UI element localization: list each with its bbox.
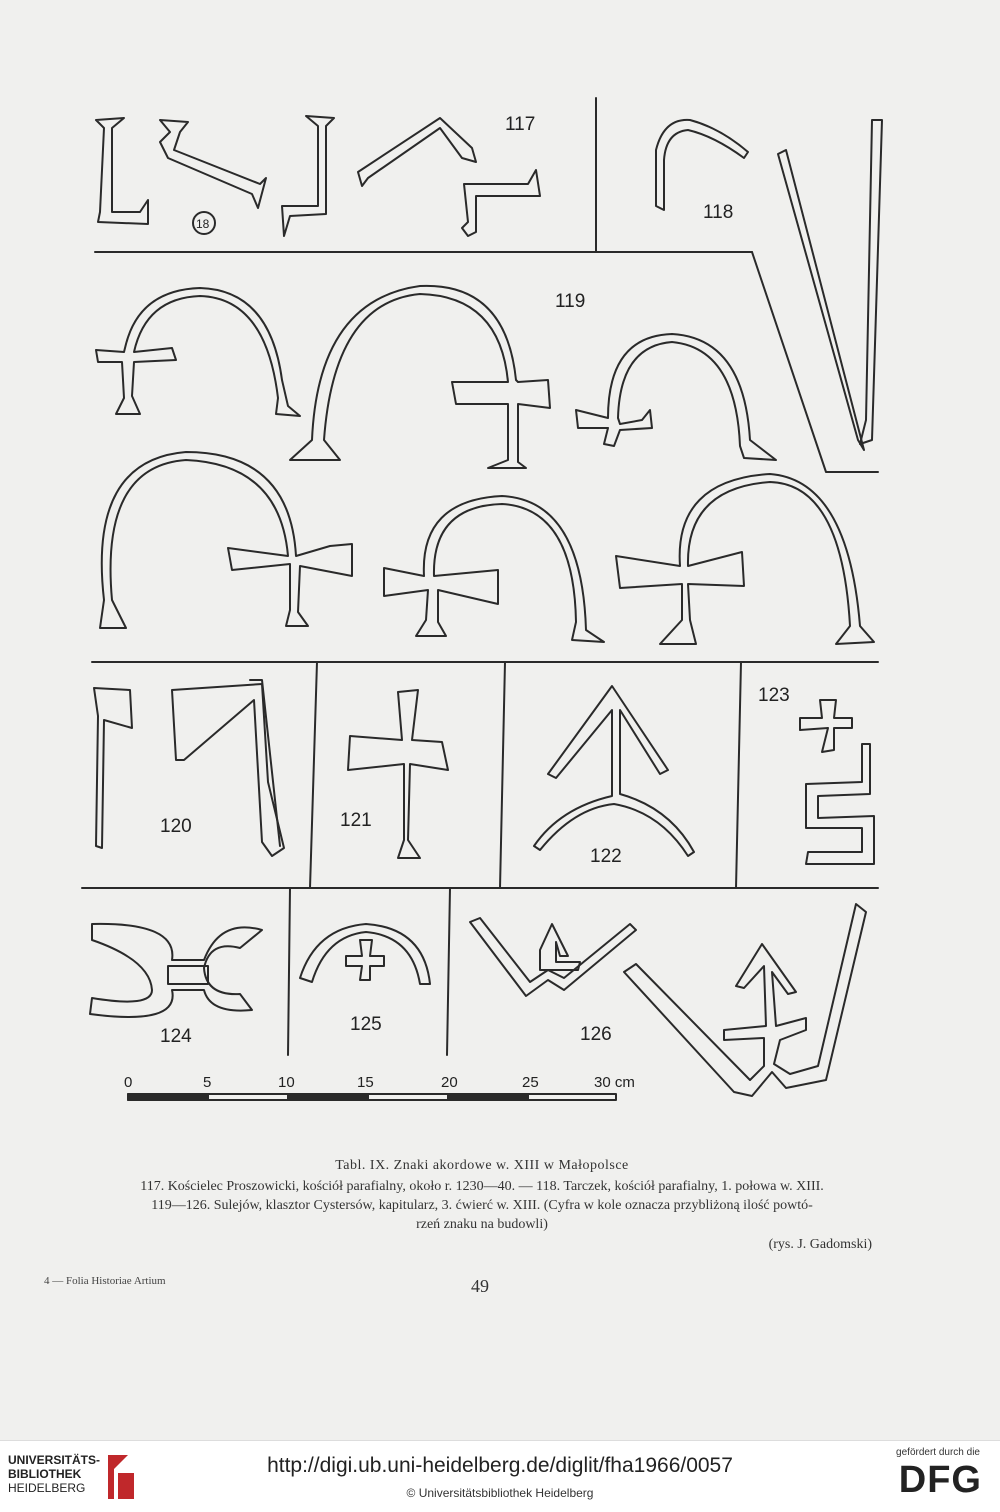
label-122: 122	[590, 846, 622, 867]
label-124: 124	[160, 1026, 192, 1047]
library-name-line-3: HEIDELBERG	[8, 1481, 86, 1495]
label-119: 119	[555, 291, 585, 312]
copyright-notice: © Universitätsbibliothek Heidelberg	[406, 1486, 594, 1500]
mark-126	[469, 903, 867, 1097]
mark-125	[299, 923, 431, 985]
mark-118	[655, 118, 883, 451]
label-126: 126	[580, 1024, 612, 1045]
label-117: 117	[505, 114, 535, 135]
mark-124	[89, 922, 263, 1018]
dfg-logo[interactable]: DFG	[898, 1459, 982, 1501]
scale-label-10: 10	[278, 1074, 295, 1091]
mark-123	[799, 699, 875, 865]
scale-label-20: 20	[441, 1074, 458, 1091]
scale-label-5: 5	[203, 1074, 211, 1091]
scale-label-25: 25	[522, 1074, 539, 1091]
panel-dividers	[81, 97, 879, 1056]
library-name-line-2: BIBLIOTHEK	[8, 1467, 82, 1481]
scale-bar	[127, 1093, 617, 1101]
mark-120	[93, 679, 285, 857]
label-120: 120	[160, 816, 192, 837]
page-number: 49	[471, 1276, 489, 1296]
label-118: 118	[703, 202, 733, 223]
mark-117	[95, 115, 541, 237]
mark-122	[533, 685, 695, 857]
library-logo[interactable]: UNIVERSITÄTS- BIBLIOTHEK HEIDELBERG	[8, 1453, 100, 1495]
scale-label-0: 0	[124, 1074, 132, 1091]
repeat-count-circle	[192, 211, 216, 235]
repeat-count-label: 18	[196, 217, 210, 231]
scale-label-15: 15	[357, 1074, 374, 1091]
viewer-footer: UNIVERSITÄTS- BIBLIOTHEK HEIDELBERG http…	[0, 1440, 1000, 1512]
mark-121	[347, 689, 449, 859]
label-125: 125	[350, 1014, 382, 1035]
library-emblem-icon	[108, 1455, 134, 1499]
library-name-line-1: UNIVERSITÄTS-	[8, 1453, 101, 1467]
label-121: 121	[340, 810, 372, 831]
caption-title: Tabl. IX. Znaki akordowe w. XIII w Małop…	[335, 1158, 629, 1173]
scale-label-30: 30 cm	[594, 1074, 635, 1091]
funding-note: gefördert durch die	[896, 1447, 980, 1458]
drawing-credit: (rys. J. Gadomski)	[768, 1237, 872, 1252]
caption-line-2: 119—126. Sulejów, klasztor Cystersów, ka…	[151, 1198, 813, 1213]
document-url-link[interactable]: http://digi.ub.uni-heidelberg.de/diglit/…	[267, 1454, 733, 1477]
label-123: 123	[758, 685, 790, 706]
mark-119	[95, 284, 777, 469]
mark-119-row2	[99, 451, 875, 645]
caption-line-1: 117. Kościelec Proszowicki, kościół para…	[140, 1179, 824, 1194]
mason-marks-plate: 117 118 119 120 121 122 123 124 125 126 …	[81, 97, 883, 1101]
footnote: 4 — Folia Historiae Artium	[44, 1275, 166, 1287]
caption-line-3: rzeń znaku na budowli)	[416, 1217, 548, 1232]
